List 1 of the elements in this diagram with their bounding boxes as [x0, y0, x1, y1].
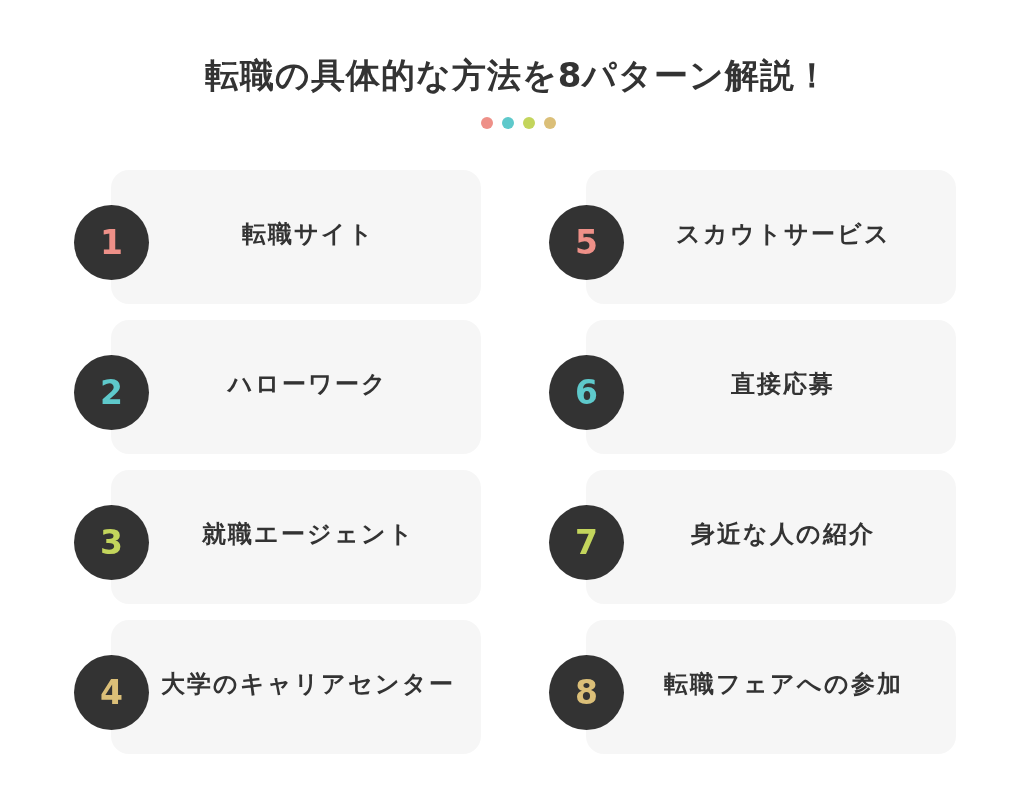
title: 転職の具体的な方法を8パターン解説！ — [203, 54, 832, 97]
